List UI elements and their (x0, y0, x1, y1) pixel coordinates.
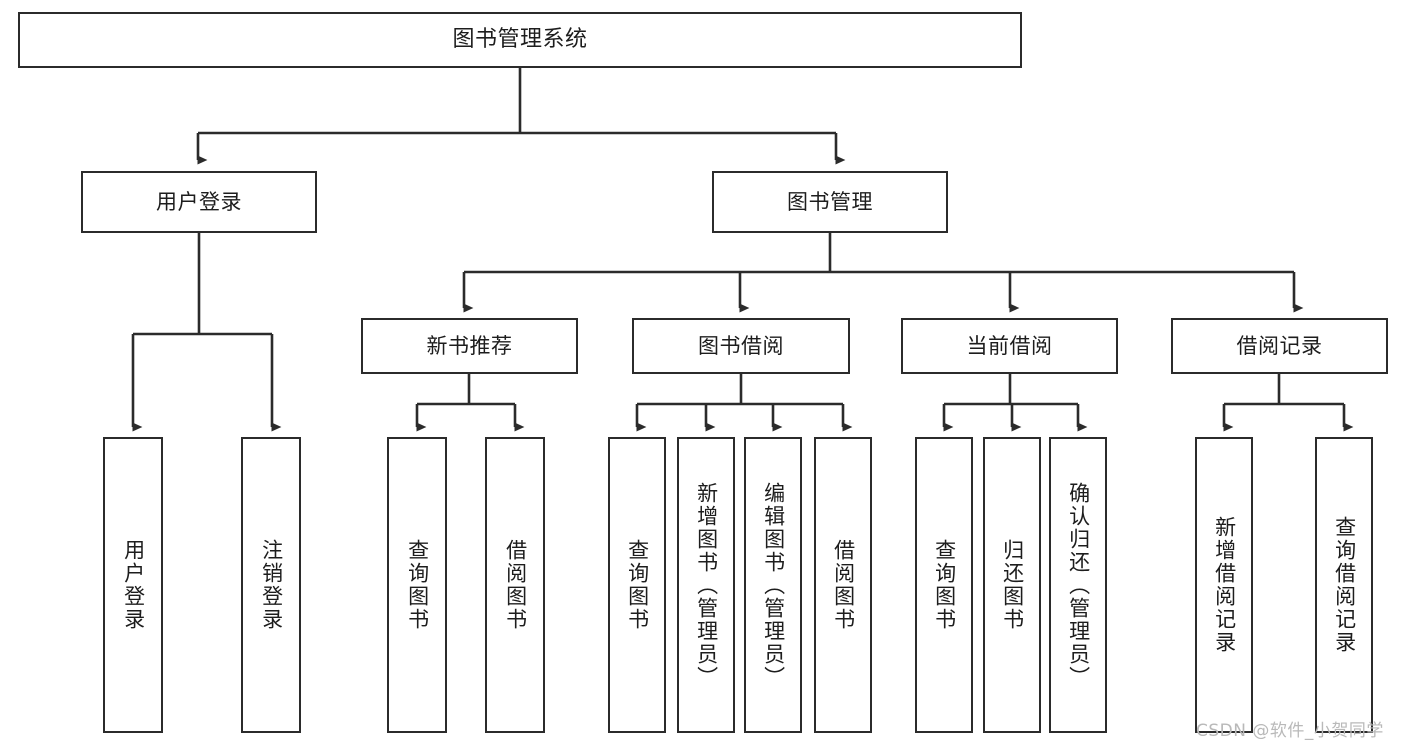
leaf-borrow-record-add-label: 新增借阅记录 (1212, 516, 1237, 654)
leaf-book-borrow-add[interactable]: 新增图书（管理员） (677, 437, 735, 733)
node-current-borrow-label: 当前借阅 (966, 333, 1053, 358)
leaf-borrow-record-query-label: 查询借阅记录 (1332, 516, 1357, 654)
leaf-user-login-login[interactable]: 用户登录 (103, 437, 163, 733)
leaf-new-book-borrow[interactable]: 借阅图书 (485, 437, 545, 733)
leaf-borrow-record-query[interactable]: 查询借阅记录 (1315, 437, 1373, 733)
leaf-current-borrow-confirm-label: 确认归还（管理员） (1066, 481, 1091, 689)
leaf-new-book-borrow-label: 借阅图书 (503, 539, 528, 631)
node-root[interactable]: 图书管理系统 (18, 12, 1022, 68)
node-borrow-record-label: 借阅记录 (1236, 333, 1323, 358)
leaf-current-borrow-return[interactable]: 归还图书 (983, 437, 1041, 733)
leaf-book-borrow-query[interactable]: 查询图书 (608, 437, 666, 733)
leaf-current-borrow-query-label: 查询图书 (932, 539, 957, 631)
node-user-login[interactable]: 用户登录 (81, 171, 317, 233)
leaf-current-borrow-confirm[interactable]: 确认归还（管理员） (1049, 437, 1107, 733)
leaf-current-borrow-query[interactable]: 查询图书 (915, 437, 973, 733)
leaf-book-borrow-edit[interactable]: 编辑图书（管理员） (744, 437, 802, 733)
node-new-book-recommend-label: 新书推荐 (426, 333, 513, 358)
node-current-borrow[interactable]: 当前借阅 (901, 318, 1118, 374)
node-user-login-label: 用户登录 (156, 189, 242, 214)
csdn-watermark: CSDN @软件_小贺同学 (1196, 721, 1384, 741)
leaf-current-borrow-return-label: 归还图书 (1000, 539, 1025, 631)
leaf-book-borrow-query-label: 查询图书 (625, 539, 650, 631)
node-book-borrow[interactable]: 图书借阅 (632, 318, 850, 374)
leaf-book-borrow-borrow[interactable]: 借阅图书 (814, 437, 872, 733)
leaf-new-book-query-label: 查询图书 (405, 539, 430, 631)
node-root-label: 图书管理系统 (452, 27, 588, 53)
node-book-manage[interactable]: 图书管理 (712, 171, 948, 233)
node-book-manage-label: 图书管理 (787, 189, 873, 214)
leaf-user-login-logout[interactable]: 注销登录 (241, 437, 301, 733)
leaf-book-borrow-edit-label: 编辑图书（管理员） (761, 481, 786, 689)
leaf-book-borrow-borrow-label: 借阅图书 (831, 539, 856, 631)
node-borrow-record[interactable]: 借阅记录 (1171, 318, 1388, 374)
leaf-user-login-logout-label: 注销登录 (259, 539, 284, 631)
leaf-new-book-query[interactable]: 查询图书 (387, 437, 447, 733)
leaf-book-borrow-add-label: 新增图书（管理员） (694, 481, 719, 689)
node-new-book-recommend[interactable]: 新书推荐 (361, 318, 578, 374)
node-book-borrow-label: 图书借阅 (698, 333, 784, 358)
leaf-borrow-record-add[interactable]: 新增借阅记录 (1195, 437, 1253, 733)
leaf-user-login-login-label: 用户登录 (121, 539, 146, 631)
